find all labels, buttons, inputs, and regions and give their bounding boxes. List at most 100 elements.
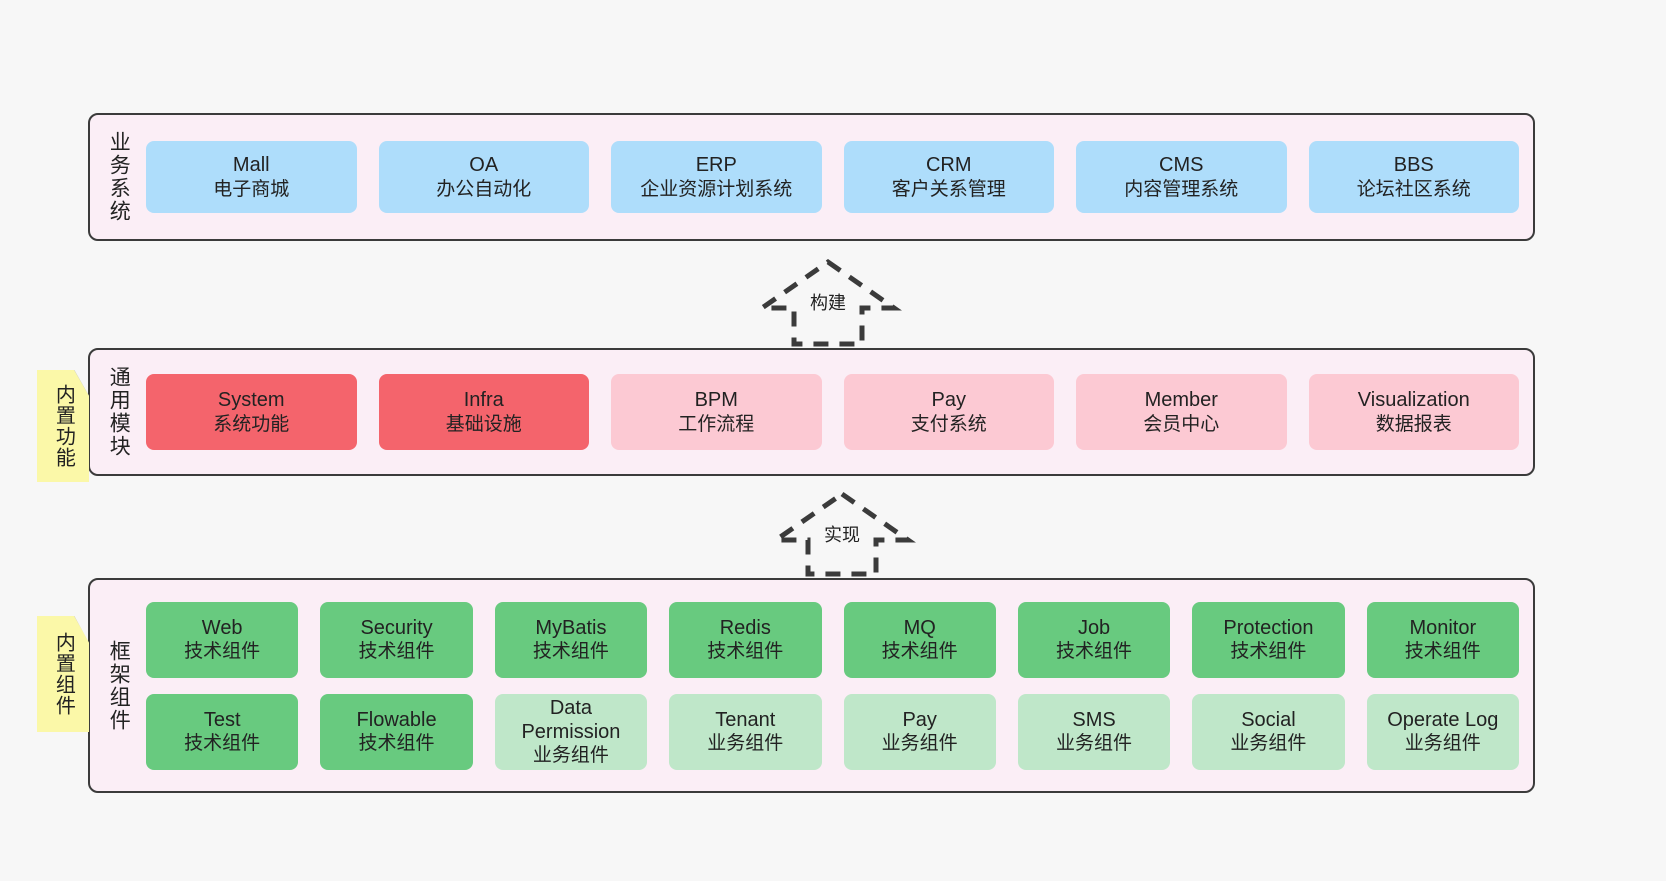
card-infra[interactable]: Infra 基础设施 [378,374,589,450]
layer-title-common-modules: 通用模块 [107,366,131,458]
card-erp[interactable]: ERP 企业资源计划系统 [611,141,822,213]
layer-title-framework-components: 框架组件 [107,639,131,732]
card-mall[interactable]: Mall 电子商城 [146,141,357,213]
card-flowable[interactable]: Flowable 技术组件 [320,693,473,770]
card-title-cn: 技术组件 [358,733,435,755]
card-title-en: CRM [925,154,972,177]
card-title-en: MyBatis [535,616,607,639]
card-pay-business[interactable]: Pay 业务组件 [843,693,996,770]
layer-body-common-modules: System 系统功能 Infra 基础设施 BPM 工作流程 Pay 支付系统… [146,350,1533,474]
card-title-cn: 系统功能 [213,413,290,435]
card-title-cn: 工作流程 [678,413,755,435]
card-title-en: BPM [694,389,738,412]
card-title-cn: 业务组件 [1404,733,1481,755]
card-row: Mall 电子商城 OA 办公自动化 ERP 企业资源计划系统 CRM 客户关系… [146,141,1519,213]
card-redis[interactable]: Redis 技术组件 [669,601,822,678]
card-title-en: Security [360,616,433,639]
card-title-cn: 技术组件 [184,733,261,755]
layer-title-business-systems: 业务系统 [107,131,131,223]
card-test[interactable]: Test 技术组件 [146,693,299,770]
layer-body-framework-components: Web 技术组件 Security 技术组件 MyBatis 技术组件 Redi… [146,580,1533,791]
connector-implement: 实现 [768,490,916,578]
card-tenant[interactable]: Tenant 业务组件 [669,693,822,770]
note-fold-icon [74,370,89,396]
card-crm[interactable]: CRM 客户关系管理 [843,141,1054,213]
layer-body-business-systems: Mall 电子商城 OA 办公自动化 ERP 企业资源计划系统 CRM 客户关系… [146,115,1533,239]
card-title-cn: 技术组件 [707,641,784,663]
card-title-cn: 电子商城 [213,178,290,200]
card-title-cn: 内容管理系统 [1124,178,1239,200]
card-title-en: Member [1144,389,1218,412]
card-title-cn: 业务组件 [532,745,609,767]
card-bbs[interactable]: BBS 论坛社区系统 [1308,141,1519,213]
card-monitor[interactable]: Monitor 技术组件 [1366,601,1519,678]
card-title-cn: 技术组件 [358,641,435,663]
card-title-cn: 企业资源计划系统 [640,178,793,200]
connector-label-build: 构建 [806,289,850,315]
card-mybatis[interactable]: MyBatis 技术组件 [494,601,648,678]
note-label: 内置功能 [52,384,75,468]
card-title-cn: 客户关系管理 [891,178,1006,200]
card-security[interactable]: Security 技术组件 [320,601,473,678]
card-title-cn: 业务组件 [1056,733,1133,755]
card-row: Web 技术组件 Security 技术组件 MyBatis 技术组件 Redi… [146,601,1519,678]
card-title-en: Web [201,616,243,639]
card-operate-log[interactable]: Operate Log 业务组件 [1366,693,1519,770]
card-title-cn: 支付系统 [910,413,987,435]
card-visualization[interactable]: Visualization 数据报表 [1308,374,1519,450]
note-label: 内置组件 [52,632,75,716]
card-title-en: SMS [1072,708,1116,731]
card-title-en: Job [1077,616,1111,639]
card-title-en: Flowable [356,708,437,731]
card-title-cn: 技术组件 [184,641,261,663]
card-title-en: Data Permission [521,696,621,743]
card-title-cn: 数据报表 [1375,413,1452,435]
card-title-en: Operate Log [1387,708,1499,731]
card-title-en: Social [1241,708,1296,731]
card-cms[interactable]: CMS 内容管理系统 [1076,141,1287,213]
note-builtin-function: 内置功能 [37,370,89,482]
card-system[interactable]: System 系统功能 [146,374,357,450]
card-title-en: Redis [719,616,771,639]
card-oa[interactable]: OA 办公自动化 [378,141,589,213]
card-title-cn: 技术组件 [1404,641,1481,663]
card-member[interactable]: Member 会员中心 [1076,374,1287,450]
card-title-en: Mall [232,154,270,177]
card-title-en: Visualization [1357,389,1470,412]
card-title-cn: 基础设施 [445,413,522,435]
card-title-en: Tenant [715,708,776,731]
card-title-cn: 业务组件 [881,733,958,755]
card-title-en: BBS [1393,154,1434,177]
layer-business-systems: 业务系统 Mall 电子商城 OA 办公自动化 ERP 企业资源计划系统 CRM… [88,113,1535,241]
card-row: Test 技术组件 Flowable 技术组件 Data Permission … [146,693,1519,770]
card-title-en: Infra [463,389,504,412]
card-title-cn: 办公自动化 [436,178,532,200]
connector-label-implement: 实现 [820,521,864,547]
card-title-en: Pay [902,708,937,731]
card-title-cn: 技术组件 [1056,641,1133,663]
card-title-en: Test [203,708,241,731]
generalization-arrow-icon [754,258,902,347]
connector-build: 构建 [754,258,902,348]
card-bpm[interactable]: BPM 工作流程 [611,374,822,450]
card-title-en: CMS [1159,154,1204,177]
generalization-arrow-icon [768,490,916,577]
card-social[interactable]: Social 业务组件 [1192,693,1345,770]
card-mq[interactable]: MQ 技术组件 [843,601,996,678]
card-title-cn: 技术组件 [881,641,958,663]
card-web[interactable]: Web 技术组件 [146,601,299,678]
note-builtin-component: 内置组件 [37,616,89,732]
card-title-en: MQ [903,616,936,639]
card-data-permission[interactable]: Data Permission 业务组件 [494,693,648,770]
layer-common-modules: 通用模块 System 系统功能 Infra 基础设施 BPM 工作流程 Pay… [88,348,1535,476]
card-pay[interactable]: Pay 支付系统 [843,374,1054,450]
card-title-en: Pay [931,389,966,412]
card-title-en: Monitor [1409,616,1477,639]
card-protection[interactable]: Protection 技术组件 [1192,601,1345,678]
card-title-cn: 业务组件 [707,733,784,755]
card-title-cn: 技术组件 [1230,641,1307,663]
card-sms[interactable]: SMS 业务组件 [1017,693,1171,770]
card-job[interactable]: Job 技术组件 [1017,601,1171,678]
card-title-en: ERP [695,154,737,177]
